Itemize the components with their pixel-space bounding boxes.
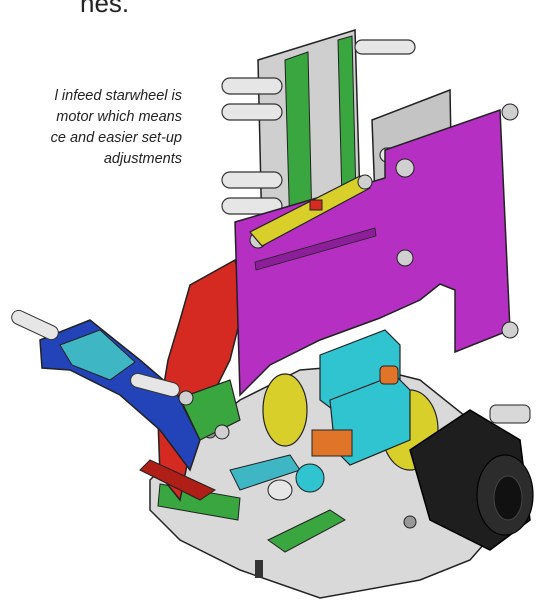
servo-motor xyxy=(255,404,534,578)
caption-line-3: ce and easier set-up xyxy=(50,130,182,146)
blue-guide-arms xyxy=(11,309,201,472)
sensor-bracket xyxy=(229,454,325,501)
header-fragment: nes. xyxy=(80,0,130,18)
caption-text: l infeed starwheel is motor which means … xyxy=(0,86,182,170)
caption-line-2: motor which means xyxy=(56,109,182,125)
green-linkage xyxy=(178,379,241,441)
frame-plate xyxy=(234,103,519,397)
drive-hub xyxy=(262,329,439,471)
caption-line-4: adjustments xyxy=(103,151,182,167)
adjustment-linkage xyxy=(249,174,373,247)
caption-line-1: l infeed starwheel is xyxy=(54,88,182,104)
